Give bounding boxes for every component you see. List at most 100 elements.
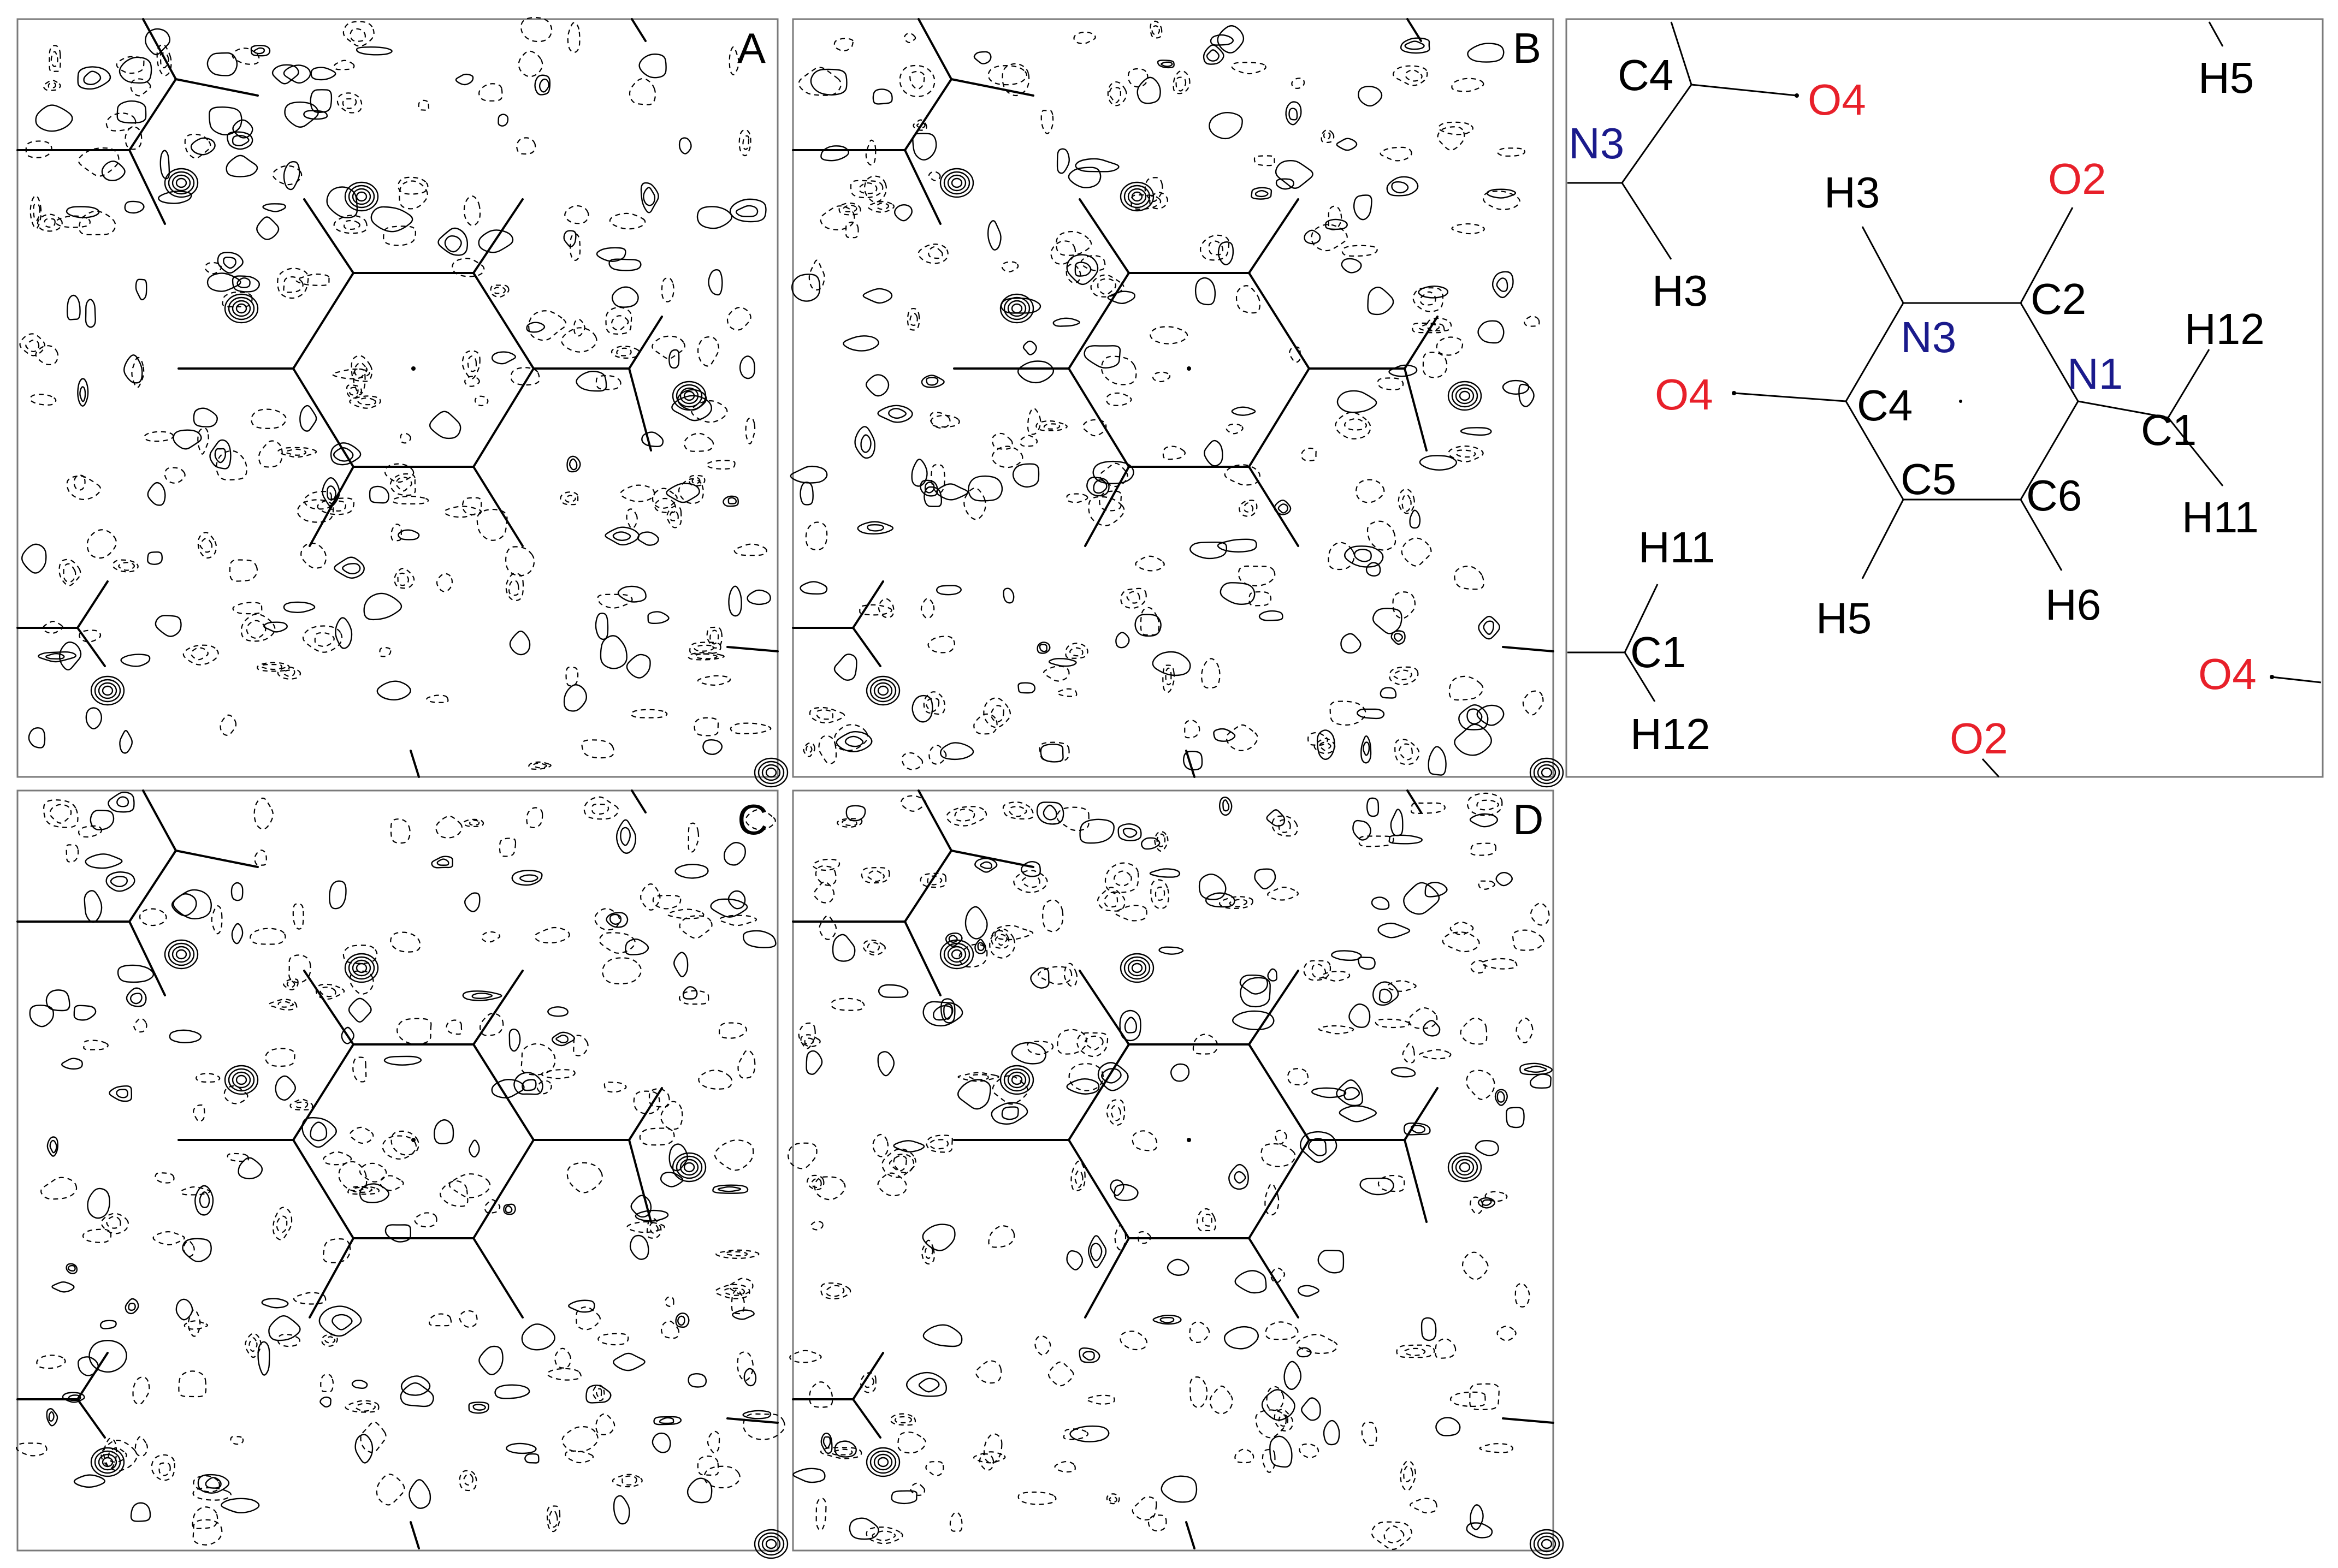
positive-contour — [924, 482, 935, 494]
negative-contour — [1040, 110, 1054, 134]
negative-contour — [324, 1336, 336, 1344]
positive-contour — [363, 592, 403, 621]
positive-contour — [329, 880, 347, 910]
positive-contour — [1409, 509, 1421, 529]
density-peak-contour — [999, 1065, 1034, 1095]
positive-contour — [836, 730, 873, 752]
positive-contour — [1001, 1106, 1019, 1120]
negative-contour — [975, 1360, 1002, 1384]
positive-contour — [625, 939, 649, 955]
negative-contour — [106, 1216, 121, 1229]
negative-contour — [250, 928, 286, 945]
positive-contour — [261, 1298, 289, 1309]
negative-contour — [464, 376, 480, 387]
positive-contour — [84, 890, 103, 923]
negative-contour — [1419, 291, 1436, 306]
positive-contour — [712, 1184, 749, 1194]
positive-contour — [708, 269, 723, 296]
density-peak-contour — [1447, 381, 1482, 411]
positive-contour — [29, 1005, 55, 1027]
density-peak-contour — [352, 959, 371, 977]
negative-contour — [1448, 446, 1484, 462]
negative-contour — [1522, 690, 1544, 716]
positive-contour — [400, 1375, 431, 1396]
negative-contour — [1466, 1070, 1495, 1100]
negative-contour — [928, 246, 943, 259]
negative-contour — [293, 1292, 327, 1305]
positive-contour — [194, 1185, 214, 1216]
negative-contour — [691, 477, 701, 484]
negative-contour — [79, 210, 116, 235]
density-peak-contour — [224, 293, 259, 324]
positive-contour — [940, 998, 956, 1024]
negative-contour — [178, 1370, 207, 1398]
positive-contour — [105, 871, 135, 892]
negative-contour — [910, 1482, 926, 1496]
density-peak-contour — [1459, 1162, 1471, 1173]
negative-contour — [719, 914, 757, 926]
negative-contour — [808, 259, 825, 291]
positive-contour — [843, 335, 879, 352]
positive-contour — [872, 88, 893, 105]
negative-contour — [1151, 25, 1161, 35]
positive-contour — [1074, 262, 1092, 277]
negative-contour — [343, 219, 360, 230]
positive-contour — [231, 923, 244, 945]
panel-d-frame — [792, 789, 1554, 1552]
negative-contour — [319, 987, 336, 997]
negative-contour — [992, 1075, 1029, 1105]
bond-line — [1084, 466, 1130, 547]
bond-line — [631, 18, 647, 42]
negative-contour — [597, 1333, 629, 1346]
density-peak-contour — [877, 1457, 889, 1468]
positive-contour — [640, 182, 659, 213]
positive-contour — [893, 1140, 925, 1153]
negative-contour — [351, 1186, 373, 1193]
positive-contour — [1495, 871, 1513, 887]
positive-contour — [116, 100, 147, 124]
positive-contour — [891, 1490, 918, 1505]
negative-contour — [1393, 669, 1412, 681]
density-peak-contour — [873, 1453, 893, 1471]
positive-contour — [620, 827, 631, 846]
negative-contour — [1013, 870, 1048, 893]
positive-contour — [1240, 977, 1271, 1008]
negative-contour — [541, 1069, 576, 1079]
negative-contour — [726, 307, 751, 331]
positive-contour — [991, 1102, 1028, 1125]
density-peak-contour — [939, 939, 974, 970]
positive-contour — [85, 853, 123, 869]
positive-contour — [256, 216, 280, 240]
positive-contour — [268, 1315, 301, 1341]
positive-contour — [739, 355, 755, 379]
negative-contour — [1383, 1525, 1405, 1543]
density-peak-contour — [676, 384, 703, 408]
negative-contour — [1056, 688, 1078, 697]
positive-contour — [943, 1003, 954, 1020]
negative-contour — [920, 598, 935, 619]
density-peak-contour — [679, 1159, 699, 1176]
bond-line — [472, 367, 535, 468]
negative-contour — [599, 932, 636, 954]
negative-contour — [798, 1022, 816, 1049]
positive-contour — [1477, 1197, 1496, 1209]
positive-contour — [1391, 181, 1409, 194]
positive-contour — [922, 1001, 963, 1027]
bond-line — [142, 18, 177, 80]
positive-contour — [478, 1345, 504, 1375]
positive-contour — [1336, 390, 1377, 413]
negative-contour — [994, 925, 1034, 941]
negative-contour — [1130, 194, 1162, 210]
negative-contour — [139, 908, 167, 926]
bond-line — [628, 316, 663, 370]
bond-line — [142, 789, 177, 852]
panel-a-contours — [19, 16, 789, 788]
negative-contour — [1001, 261, 1019, 272]
bond-line — [1068, 367, 1130, 468]
positive-contour — [973, 51, 992, 64]
positive-contour — [1269, 1435, 1293, 1468]
positive-contour — [221, 1498, 260, 1513]
negative-contour — [611, 315, 629, 331]
positive-contour — [342, 563, 361, 574]
positive-contour — [926, 377, 939, 386]
